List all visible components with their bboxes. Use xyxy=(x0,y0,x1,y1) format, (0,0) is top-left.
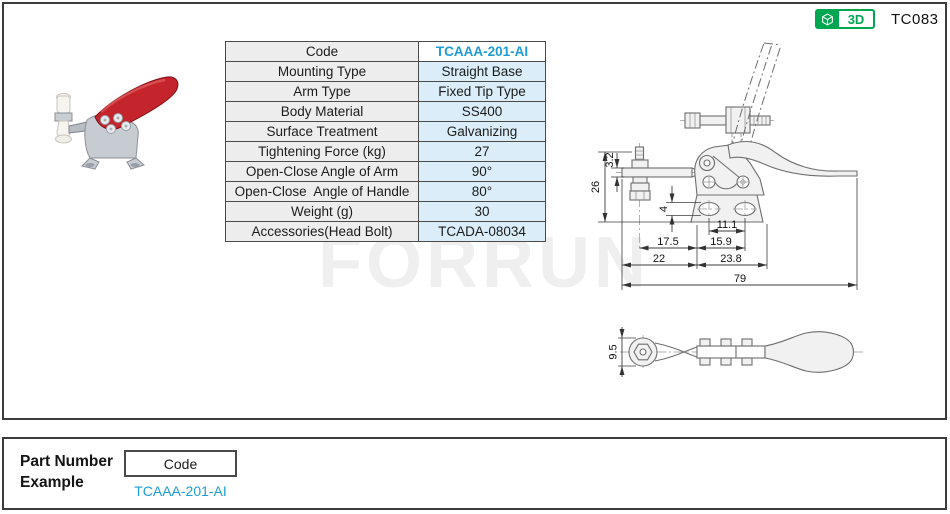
spec-value: 90° xyxy=(418,161,546,182)
spec-label: Open-Close Angle of Arm xyxy=(225,161,419,182)
technical-drawing: 26 3.2 4 11.1 17.5 15.9 22 xyxy=(590,42,863,377)
code-box: Code xyxy=(124,450,237,477)
top-view-drawing: 9.5 xyxy=(608,327,863,377)
dim-base-width: 23.8 xyxy=(720,253,741,265)
spec-value: Straight Base xyxy=(418,61,546,82)
spec-sheet-panel xyxy=(2,2,947,420)
spec-label: Tightening Force (kg) xyxy=(225,141,419,162)
part-number-example-panel: Part Number Example Code TCAAA-201-AI xyxy=(2,437,947,510)
side-view-drawing: 26 3.2 4 11.1 17.5 15.9 22 xyxy=(590,42,858,290)
3d-badge-label: 3D xyxy=(839,9,875,29)
product-photo xyxy=(54,76,179,170)
dim-arm-thickness: 3.2 xyxy=(604,152,616,167)
code-box-label: Code xyxy=(163,455,198,472)
dim-overall-height: 26 xyxy=(590,181,602,193)
head-bolt-accessory xyxy=(684,106,771,158)
toggle-clamp-photo xyxy=(54,76,179,170)
dim-slot-height: 4 xyxy=(658,206,670,212)
spec-value-code-link[interactable]: TCAAA-201-AI xyxy=(418,41,546,62)
spec-value: Fixed Tip Type xyxy=(418,81,546,102)
spec-value: Galvanizing xyxy=(418,121,546,142)
3d-badge[interactable]: 3D xyxy=(815,9,875,29)
handle-paddle xyxy=(764,331,855,373)
dim-handle-width: 9.5 xyxy=(608,344,620,359)
spec-value: SS400 xyxy=(418,101,546,122)
table-row: Weight (g)30 xyxy=(225,201,546,222)
part-number-example-title: Part Number Example xyxy=(20,453,114,491)
spec-label: Mounting Type xyxy=(225,61,419,82)
spec-value: TCADA-08034 xyxy=(418,221,546,242)
spindle-bolt xyxy=(631,146,649,169)
spec-label: Open-Close Angle of Handle xyxy=(225,181,419,202)
3d-cube-icon xyxy=(815,9,839,29)
closed-handle xyxy=(727,141,858,177)
spec-label: Surface Treatment xyxy=(225,121,419,142)
spec-value: 80° xyxy=(418,181,546,202)
spec-label: Accessories(Head Bolt) xyxy=(225,221,419,242)
part-id: TC083 xyxy=(891,11,939,28)
spec-label: Weight (g) xyxy=(225,201,419,222)
spec-value: 30 xyxy=(418,201,546,222)
table-row: Tightening Force (kg)27 xyxy=(225,141,546,162)
dimension-lines: 26 3.2 4 11.1 17.5 15.9 22 xyxy=(590,151,858,290)
dim-slot-pitch: 11.1 xyxy=(717,219,738,231)
example-code: TCAAA-201-AI xyxy=(134,483,227,499)
spec-label: Body Material xyxy=(225,101,419,122)
dim-spindle-offset: 17.5 xyxy=(657,236,678,248)
dim-overall-length: 79 xyxy=(734,273,746,285)
dim-left-length: 22 xyxy=(653,253,665,265)
open-handle-phantom xyxy=(730,42,782,155)
spec-label: Arm Type xyxy=(225,81,419,102)
dim-base-inner: 15.9 xyxy=(710,236,731,248)
spec-value: 27 xyxy=(418,141,546,162)
spec-label: Code xyxy=(225,41,419,62)
table-row: Accessories(Head Bolt)TCADA-08034 xyxy=(225,221,546,242)
